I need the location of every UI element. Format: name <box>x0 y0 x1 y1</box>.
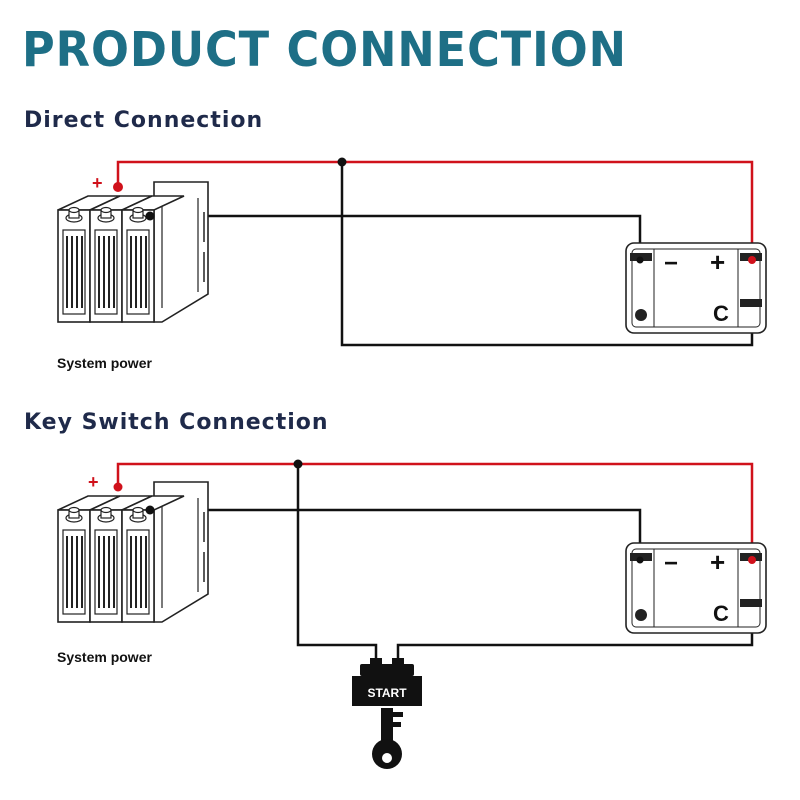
start-switch-label: START <box>367 686 407 700</box>
direct-connection-title: Direct Connection <box>24 108 264 133</box>
battery-positive-terminal <box>113 182 123 192</box>
module-plus-terminal <box>748 556 756 564</box>
module-plus-label: + <box>710 247 725 277</box>
module-plus-terminal <box>748 256 756 264</box>
positive-wire <box>116 462 754 560</box>
system-power-label: System power <box>57 649 152 665</box>
battery-pack-icon <box>58 482 208 622</box>
module-minus-label: − <box>664 250 678 277</box>
page-title: PRODUCT CONNECTION <box>22 22 627 78</box>
module-plus-label: + <box>710 547 725 577</box>
key-icon <box>372 708 403 769</box>
battery-plus-label: + <box>88 472 99 492</box>
battery-plus-label: + <box>92 173 103 193</box>
relay-module: − + C <box>625 542 767 634</box>
module-c-label: C <box>713 601 729 626</box>
start-switch-icon: START <box>352 658 422 706</box>
module-minus-label: − <box>664 550 678 577</box>
battery-negative-terminal <box>145 505 155 515</box>
module-c-label: C <box>713 301 729 326</box>
negative-wire <box>150 214 642 260</box>
direct-connection-diagram: + System power − + C <box>57 157 767 371</box>
relay-module: − + C <box>625 242 767 334</box>
negative-wire <box>150 508 642 560</box>
key-switch-connection-diagram: + System power − + C START <box>57 459 767 769</box>
battery-pack-icon <box>58 182 208 322</box>
key-switch-connection-title: Key Switch Connection <box>24 410 329 435</box>
positive-wire <box>116 160 754 260</box>
module-minus-terminal <box>636 556 644 564</box>
system-power-label: System power <box>57 355 152 371</box>
battery-negative-terminal <box>145 211 155 221</box>
switch-input-wire <box>296 464 378 662</box>
battery-positive-terminal <box>113 482 123 492</box>
module-minus-terminal <box>636 256 644 264</box>
